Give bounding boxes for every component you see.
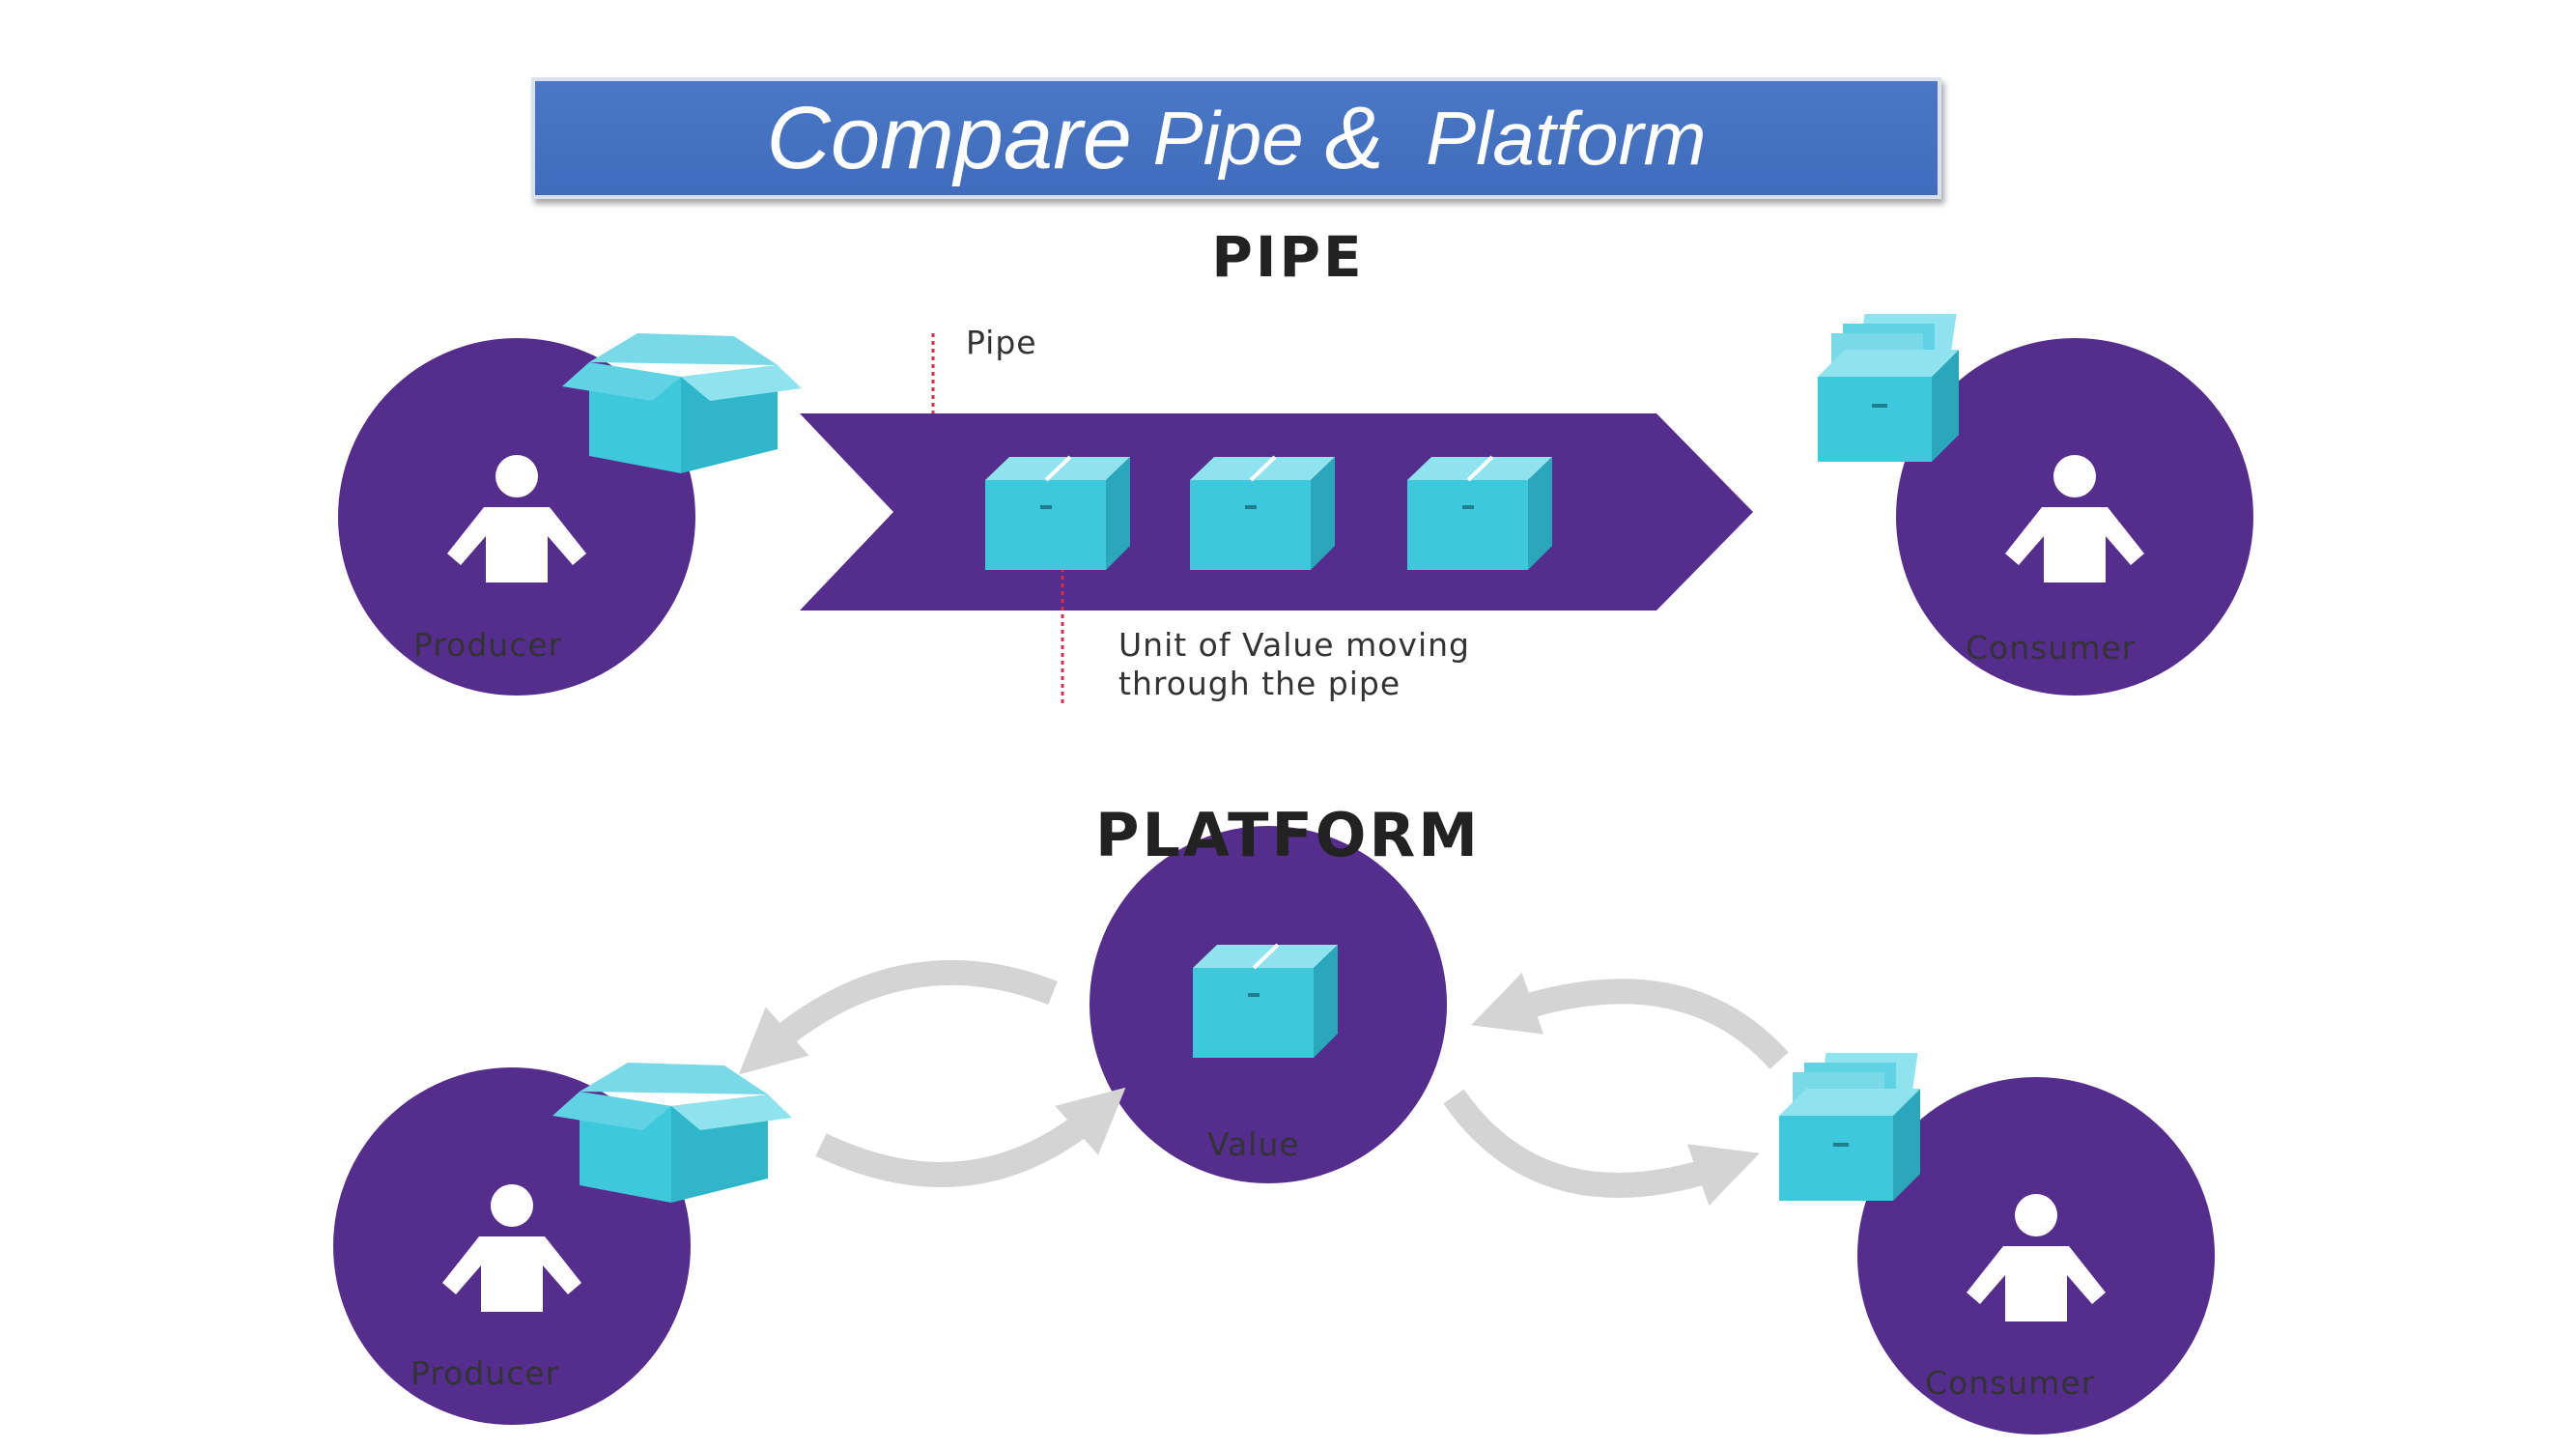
platform-producer-label: Producer: [410, 1354, 560, 1392]
unit-of-value-box-2: [1188, 455, 1337, 572]
unit-of-value-label-line2: through the pipe: [1118, 665, 1401, 702]
arrow-consumer-to-value: [1471, 972, 1789, 1069]
title-compare: Compare: [766, 88, 1132, 187]
arrow-value-to-producer: [738, 959, 1058, 1075]
unit-of-value-label-line1: Unit of Value moving: [1118, 626, 1470, 664]
title-platform: Platform: [1383, 95, 1707, 181]
slide-title: Compare Pipe & Platform: [535, 81, 1938, 195]
pipe-consumer-stacked-boxes-icon: [1816, 312, 1961, 464]
pipe-label: Pipe: [966, 324, 1037, 361]
pipe-producer-label: Producer: [413, 626, 563, 664]
platform-consumer-label: Consumer: [1925, 1364, 2096, 1402]
platform-producer-open-box-icon: [552, 1063, 792, 1203]
pipe-consumer-label: Consumer: [1966, 629, 2137, 667]
platform-consumer-stacked-boxes-icon: [1777, 1051, 1922, 1203]
pipe-heading: PIPE: [1211, 224, 1365, 290]
platform-heading: PLATFORM: [1095, 800, 1481, 870]
title-banner: Compare Pipe & Platform: [531, 77, 1941, 199]
platform-value-node: [1090, 826, 1447, 1183]
platform-consumer-avatar: [1857, 1077, 2215, 1435]
pipe-producer-open-box-icon: [562, 333, 802, 473]
unit-of-value-box-3: [1405, 455, 1554, 572]
platform-value-label: Value: [1207, 1125, 1300, 1163]
title-pipe: Pipe: [1131, 95, 1325, 181]
pipe-consumer-avatar: [1896, 338, 2253, 696]
unit-of-value-box-1: [983, 455, 1132, 572]
title-ampersand: &: [1324, 88, 1384, 187]
arrow-value-to-consumer: [1443, 1089, 1760, 1207]
arrow-producer-to-value: [815, 1087, 1126, 1187]
